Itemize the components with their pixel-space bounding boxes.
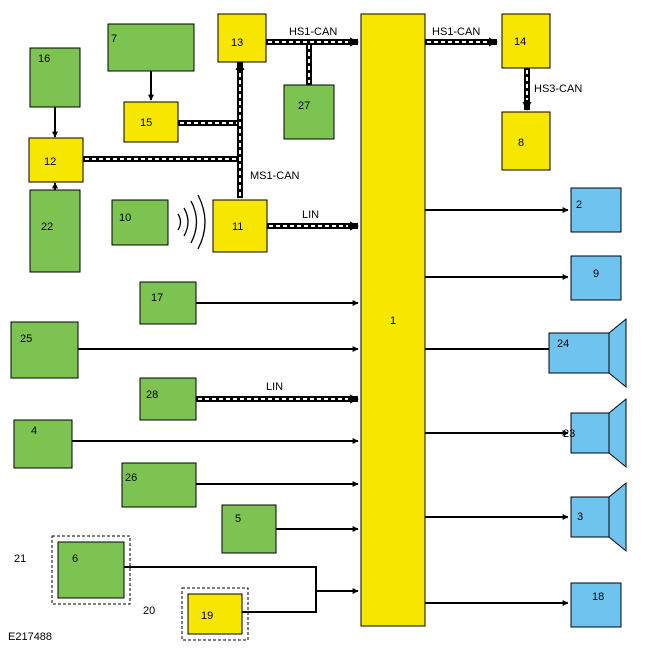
label-15: 15 [140, 117, 152, 129]
label-28: 28 [146, 389, 158, 401]
box-11 [212, 199, 268, 253]
box-15 [123, 101, 179, 143]
label-10: 10 [119, 212, 131, 224]
box-2 [570, 187, 622, 233]
label-20: 20 [143, 605, 155, 617]
box-5 [221, 504, 277, 554]
box-28 [139, 377, 197, 421]
label-7: 7 [111, 33, 117, 45]
diagram-id: E217488 [8, 631, 52, 643]
box-12 [28, 137, 84, 183]
box-16 [29, 47, 81, 108]
label-9: 9 [593, 268, 599, 280]
box-7 [107, 23, 195, 72]
box-10 [111, 199, 169, 246]
boxes [10, 13, 627, 635]
box-1 [360, 13, 426, 627]
box-23 [570, 412, 610, 454]
bus-label-hs1-can-a: HS1-CAN [289, 26, 337, 38]
label-2: 2 [576, 199, 582, 211]
box-17 [139, 281, 197, 325]
connections [52, 71, 569, 613]
label-16: 16 [38, 53, 50, 65]
label-11: 11 [232, 221, 243, 233]
box-6 [57, 541, 125, 599]
box-19 [187, 593, 243, 635]
conn-19-1 [242, 591, 317, 613]
label-27: 27 [298, 100, 310, 112]
speaker-cone-24 [608, 317, 627, 389]
bus-label-hs1-can-b: HS1-CAN [432, 26, 480, 38]
bus-label-lin-b: LIN [266, 381, 283, 393]
label-3: 3 [577, 511, 583, 523]
label-8: 8 [518, 137, 524, 149]
box-13 [217, 13, 267, 63]
label-6: 6 [72, 553, 78, 565]
box-18 [570, 582, 622, 628]
box-24 [548, 332, 610, 374]
label-26: 26 [125, 472, 137, 484]
speaker-cone-23 [608, 397, 627, 469]
group-21-outline [51, 535, 131, 605]
label-5: 5 [235, 513, 241, 525]
label-17: 17 [151, 292, 163, 304]
box-labels: 1 2 3 4 5 6 7 8 9 10 11 12 13 14 15 16 1… [14, 33, 604, 622]
group-20-outline [181, 587, 249, 641]
label-22: 22 [41, 221, 53, 233]
box-22 [29, 189, 81, 273]
box-9 [570, 255, 622, 301]
box-25 [10, 321, 79, 379]
label-1: 1 [390, 315, 396, 327]
label-14: 14 [514, 36, 526, 48]
label-23: 23 [563, 428, 575, 440]
box-4 [13, 419, 73, 469]
label-18: 18 [592, 591, 604, 603]
bus-label-hs3-can: HS3-CAN [534, 83, 582, 95]
label-4: 4 [31, 425, 37, 437]
label-21: 21 [14, 553, 26, 565]
box-26 [121, 462, 197, 508]
wireless-signal-icon [177, 194, 206, 250]
bus-label-lin-a: LIN [302, 209, 319, 221]
conn-6-1 [124, 566, 317, 591]
group-outlines [51, 535, 249, 641]
label-13: 13 [231, 37, 243, 49]
bus-labels: HS1-CAN HS1-CAN HS3-CAN MS1-CAN LIN LIN [250, 26, 582, 393]
speaker-cone-3 [608, 481, 627, 553]
label-25: 25 [20, 333, 32, 345]
bus-label-ms1-can: MS1-CAN [250, 170, 300, 182]
box-8 [501, 111, 551, 171]
box-27 [283, 84, 335, 140]
bus-lines [83, 37, 532, 404]
box-14 [501, 13, 551, 69]
label-12: 12 [44, 156, 56, 168]
label-24: 24 [557, 338, 569, 350]
label-19: 19 [201, 610, 213, 622]
